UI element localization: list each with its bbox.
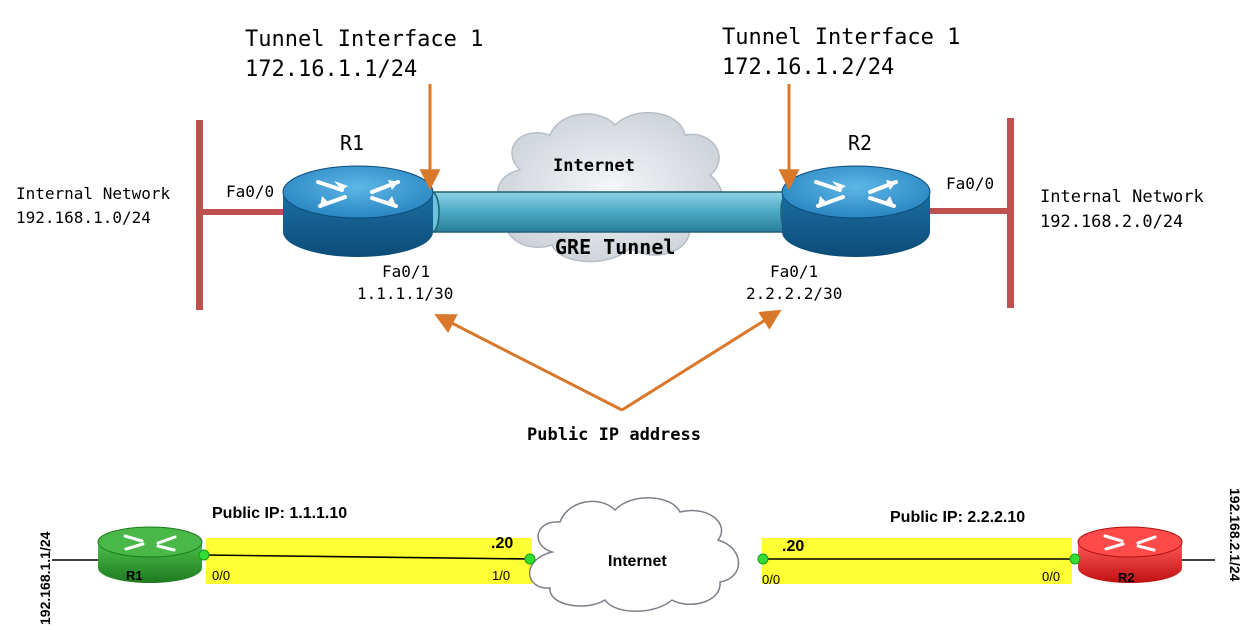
r2-fa01-label: Fa0/1 xyxy=(770,262,818,281)
public-ip-arrows xyxy=(434,309,782,412)
router-r2-label: R2 xyxy=(848,131,872,155)
right-public-ip-label: Public IP: 2.2.2.10 xyxy=(890,509,1025,526)
bottom-router-r1-icon xyxy=(97,526,203,583)
cloud-right-port-label: 0/0 xyxy=(762,572,780,587)
right-wan-highlight xyxy=(762,538,1072,584)
r1-fa00-label: Fa0/0 xyxy=(226,182,274,201)
r1-fa01-ip: 1.1.1.1/30 xyxy=(357,284,453,303)
bottom-router-r2-label: R2 xyxy=(1118,570,1135,585)
left-internal-network-title: Internal Network xyxy=(16,184,170,203)
bottom-internet-label: Internet xyxy=(608,553,667,570)
right-subnet-label: 192.168.2.1/24 xyxy=(1227,488,1243,582)
left-subnet-label: 192.168.1.1/24 xyxy=(37,531,53,625)
gre-tunnel-tube xyxy=(424,191,796,233)
bottom-internet-cloud xyxy=(528,497,740,612)
link-status-dots xyxy=(198,549,1081,565)
router-r1-label: R1 xyxy=(340,131,364,155)
tunnel-interface-arrows xyxy=(419,84,800,191)
r2-fa01-ip: 2.2.2.2/30 xyxy=(746,284,842,303)
left-internal-network-ip: 192.168.1.0/24 xyxy=(16,208,151,227)
bottom-links xyxy=(52,554,1215,561)
left-public-ip-label: Public IP: 1.1.1.10 xyxy=(212,505,347,522)
r1-fa01-label: Fa0/1 xyxy=(382,262,430,281)
cloud-left-port-label: 1/0 xyxy=(492,568,510,583)
r2-port-label: 0/0 xyxy=(1042,569,1060,584)
right-network-segment xyxy=(930,118,1014,308)
tunnel-right-title: Tunnel Interface 1 xyxy=(722,25,960,50)
top-internet-label: Internet xyxy=(553,156,635,176)
left-cloud-host-ip: .20 xyxy=(491,535,513,552)
right-internal-network-ip: 192.168.2.0/24 xyxy=(1040,212,1183,232)
bottom-router-r2-icon xyxy=(1077,526,1183,583)
router-r1-icon xyxy=(282,165,434,257)
gre-tunnel-label: GRE Tunnel xyxy=(555,235,675,259)
tunnel-left-title: Tunnel Interface 1 xyxy=(245,27,483,52)
bottom-router-r1-label: R1 xyxy=(126,568,143,583)
right-internal-network-title: Internal Network xyxy=(1040,187,1204,207)
r2-fa00-label: Fa0/0 xyxy=(946,174,994,193)
tunnel-left-ip: 172.16.1.1/24 xyxy=(245,57,417,82)
left-wan-highlight xyxy=(206,538,532,584)
public-ip-address-label: Public IP address xyxy=(527,425,701,445)
router-r2-icon xyxy=(781,165,931,257)
r1-port-label: 0/0 xyxy=(212,568,230,583)
right-cloud-host-ip: .20 xyxy=(782,538,804,555)
left-network-segment xyxy=(196,120,285,310)
tunnel-right-ip: 172.16.1.2/24 xyxy=(722,55,894,80)
